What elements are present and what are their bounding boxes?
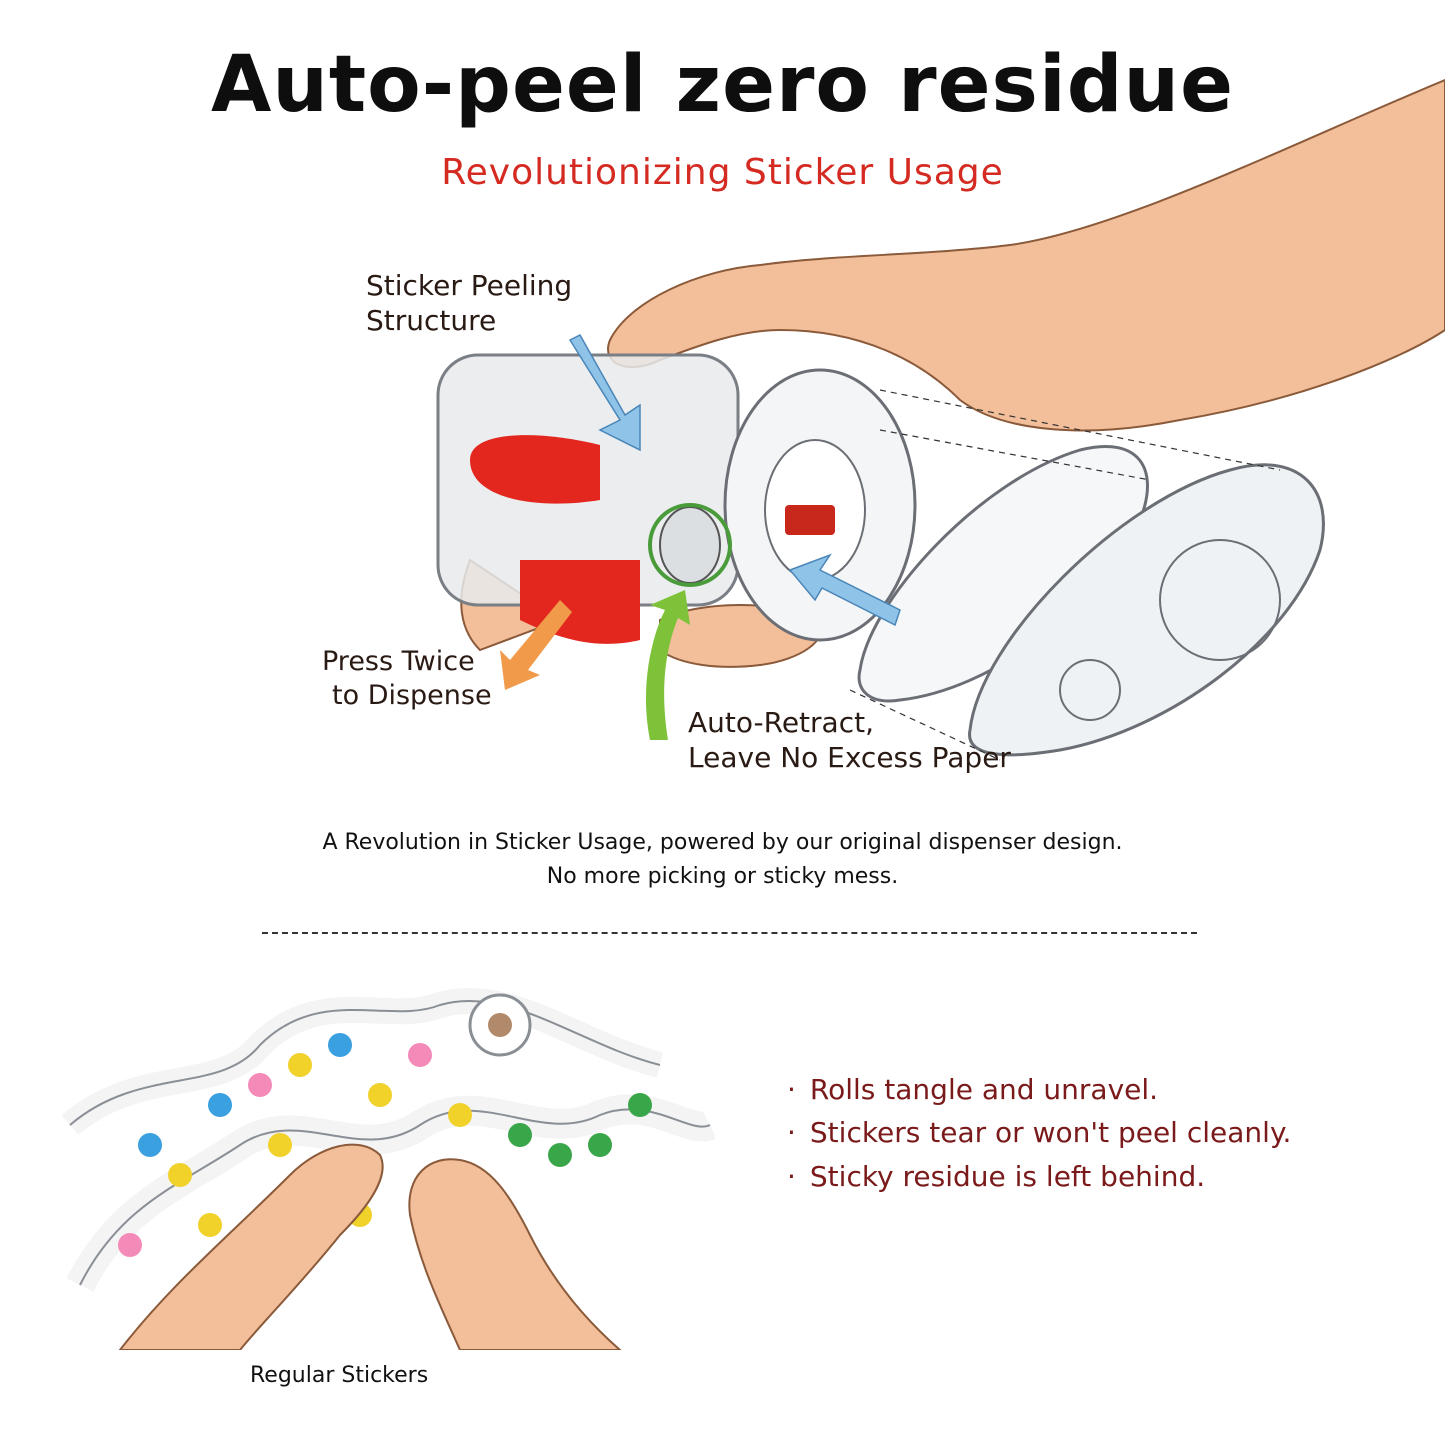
callout-retract-line2: Leave No Excess Paper [688, 741, 1011, 774]
dashed-divider [262, 932, 1197, 934]
problem-text: Sticky residue is left behind. [809, 1159, 1206, 1193]
callout-auto-retract: Auto-Retract, Leave No Excess Paper [688, 705, 1011, 775]
problem-text: Rolls tangle and unravel. [809, 1073, 1159, 1106]
callout-retract-line1: Auto-Retract, [688, 706, 874, 739]
bullet-dot-icon: · [787, 1159, 796, 1193]
dispenser-illustration [436, 78, 1445, 761]
callout-press-twice: Press Twice to Dispense [322, 645, 492, 713]
callout-press-line2: to Dispense [332, 679, 492, 711]
callout-press-line1: Press Twice [322, 646, 475, 677]
bullet-dot-icon: · [787, 1116, 796, 1150]
callout-peeling-line2: Structure [366, 304, 497, 337]
description: A Revolution in Sticker Usage, powered b… [0, 826, 1445, 894]
callout-peeling-structure: Sticker Peeling Structure [366, 268, 572, 338]
page-subtitle: Revolutionizing Sticker Usage [441, 152, 1004, 193]
illustration-caption: Regular Stickers [250, 1363, 429, 1388]
tangled-rolls-illustration [61, 988, 715, 1350]
page-title: Auto-peel zero residue [211, 40, 1234, 130]
problem-text: Stickers tear or won't peel cleanly. [809, 1116, 1292, 1150]
callout-peeling-line1: Sticker Peeling [366, 269, 573, 302]
list-item: · Stickers tear or won't peel cleanly. [787, 1111, 1407, 1154]
list-item: · Sticky residue is left behind. [787, 1155, 1407, 1198]
bullet-dot-icon: · [787, 1073, 796, 1106]
list-item: · Rolls tangle and unravel. [787, 1068, 1407, 1111]
description-line1: A Revolution in Sticker Usage, powered b… [322, 830, 1123, 855]
description-line2: No more picking or sticky mess. [546, 864, 899, 890]
problem-list: · Rolls tangle and unravel. · Stickers t… [787, 1068, 1407, 1198]
